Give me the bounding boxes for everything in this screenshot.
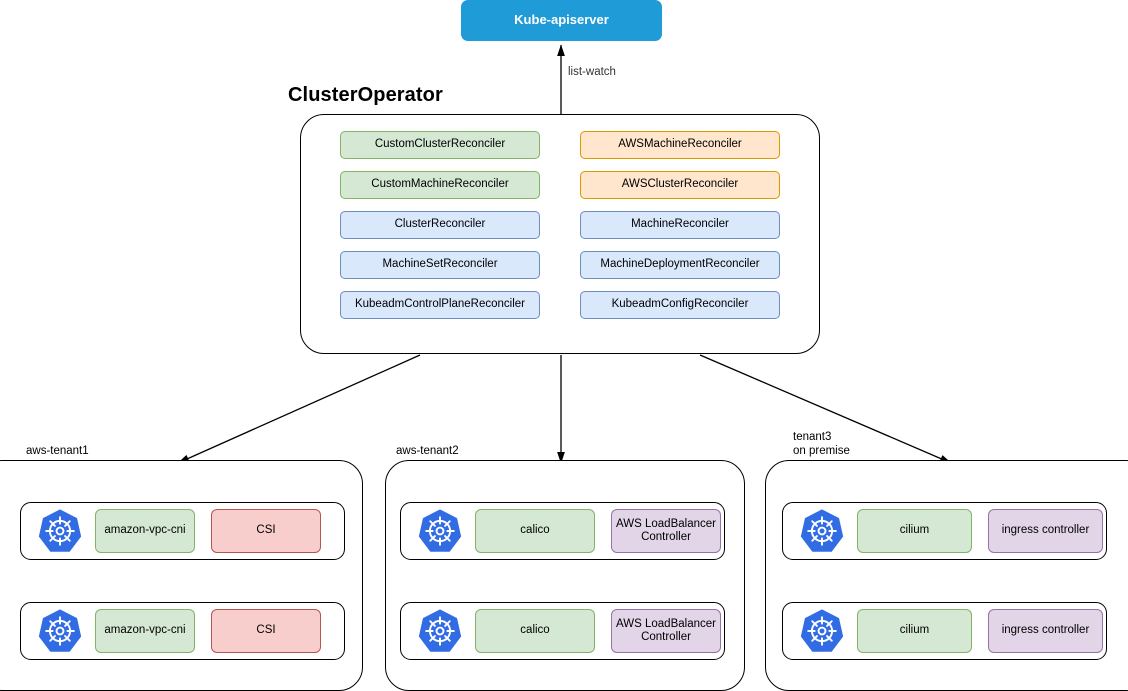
kubernetes-logo: [37, 608, 83, 654]
addon-cilium[interactable]: cilium: [857, 609, 972, 653]
reconciler-machine-set[interactable]: MachineSetReconciler: [340, 251, 540, 279]
kube-apiserver-label: Kube-apiserver: [514, 12, 609, 28]
edge-label-list-watch: list-watch: [568, 66, 616, 78]
kubernetes-logo: [417, 608, 463, 654]
cluster-row[interactable]: amazon-vpc-cni CSI: [20, 502, 345, 560]
reconciler-custom-machine[interactable]: CustomMachineReconciler: [340, 171, 540, 199]
addon-aws-loadbalancer-controller[interactable]: AWS LoadBalancer Controller: [611, 609, 721, 653]
reconciler-custom-cluster[interactable]: CustomClusterReconciler: [340, 131, 540, 159]
kube-apiserver-node[interactable]: Kube-apiserver: [461, 0, 662, 41]
kubernetes-logo: [799, 508, 845, 554]
reconciler-kubeadm-control-plane[interactable]: KubeadmControlPlaneReconciler: [340, 291, 540, 319]
cluster-row[interactable]: cilium ingress controller: [782, 602, 1107, 660]
addon-calico[interactable]: calico: [475, 509, 595, 553]
tenant-label-aws-tenant1: aws-tenant1: [26, 445, 89, 457]
addon-calico[interactable]: calico: [475, 609, 595, 653]
tenant-label-tenant3: tenant3 on premise: [793, 431, 850, 458]
addon-aws-loadbalancer-controller[interactable]: AWS LoadBalancer Controller: [611, 509, 721, 553]
cluster-row[interactable]: calico AWS LoadBalancer Controller: [400, 502, 725, 560]
addon-amazon-vpc-cni[interactable]: amazon-vpc-cni: [95, 509, 195, 553]
cluster-row[interactable]: calico AWS LoadBalancer Controller: [400, 602, 725, 660]
kubernetes-logo: [799, 608, 845, 654]
kubernetes-logo: [37, 508, 83, 554]
kubernetes-logo: [417, 508, 463, 554]
reconciler-aws-machine[interactable]: AWSMachineReconciler: [580, 131, 780, 159]
cluster-row[interactable]: amazon-vpc-cni CSI: [20, 602, 345, 660]
cluster-row[interactable]: cilium ingress controller: [782, 502, 1107, 560]
edge-operator-to-tenant1: [177, 354, 421, 464]
tenant-label-aws-tenant2: aws-tenant2: [396, 445, 459, 457]
reconciler-kubeadm-config[interactable]: KubeadmConfigReconciler: [580, 291, 780, 319]
reconciler-aws-cluster[interactable]: AWSClusterReconciler: [580, 171, 780, 199]
reconciler-cluster[interactable]: ClusterReconciler: [340, 211, 540, 239]
addon-ingress-controller[interactable]: ingress controller: [988, 609, 1103, 653]
addon-cilium[interactable]: cilium: [857, 509, 972, 553]
addon-ingress-controller[interactable]: ingress controller: [988, 509, 1103, 553]
cluster-operator-title: ClusterOperator: [288, 84, 443, 106]
addon-amazon-vpc-cni[interactable]: amazon-vpc-cni: [95, 609, 195, 653]
addon-csi[interactable]: CSI: [211, 509, 321, 553]
reconciler-machine[interactable]: MachineReconciler: [580, 211, 780, 239]
reconciler-machine-deployment[interactable]: MachineDeploymentReconciler: [580, 251, 780, 279]
addon-csi[interactable]: CSI: [211, 609, 321, 653]
